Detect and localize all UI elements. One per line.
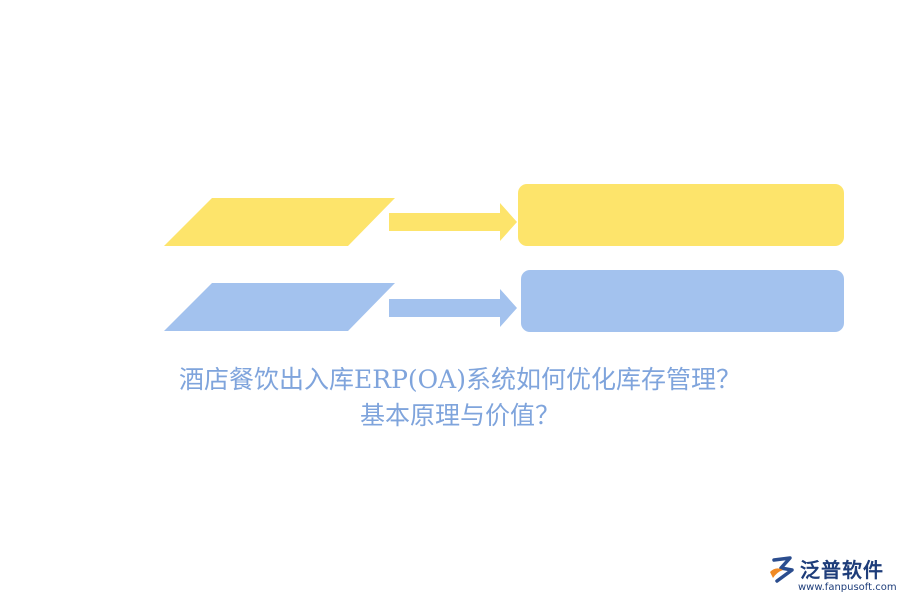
blue-box	[521, 270, 844, 332]
yellow-box	[518, 184, 844, 246]
fanpu-logo-icon	[770, 556, 794, 583]
yellow-parallelogram	[164, 198, 395, 246]
blue-arrow	[389, 289, 517, 327]
yellow-arrow	[389, 203, 517, 241]
page-title: 酒店餐饮出入库ERP(OA)系统如何优化库存管理？ 基本原理与价值？	[100, 362, 820, 434]
brand-logo: 泛普软件 www.fanpusoft.com	[768, 552, 898, 598]
title-line-2: 基本原理与价值？	[359, 401, 560, 430]
logo-url: www.fanpusoft.com	[798, 582, 897, 593]
title-line-1: 酒店餐饮出入库ERP(OA)系统如何优化库存管理？	[179, 365, 741, 394]
logo-name: 泛普软件	[800, 558, 884, 582]
blue-parallelogram	[164, 283, 395, 331]
